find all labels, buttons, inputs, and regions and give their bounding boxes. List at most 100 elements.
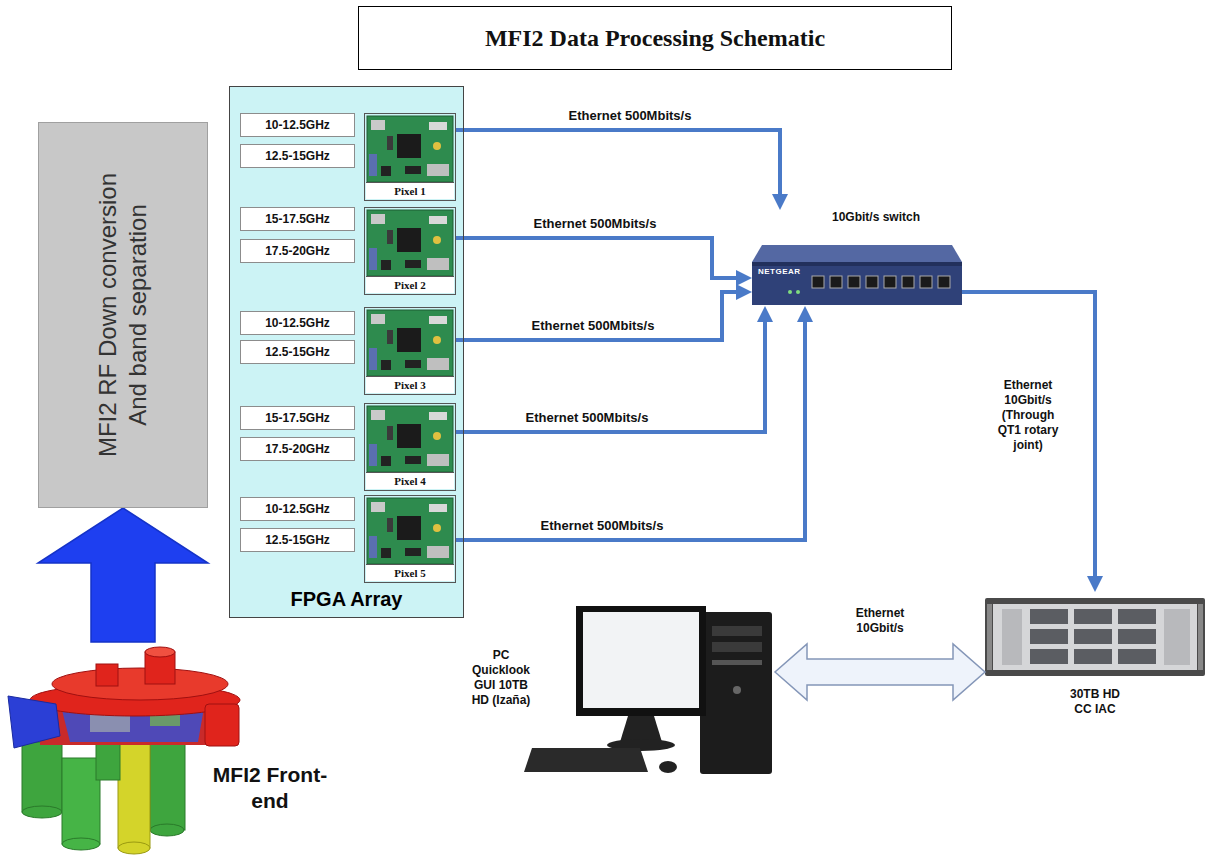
band-box: 15-17.5GHz	[240, 406, 355, 430]
edge-label: Ethernet 500Mbits/s	[541, 518, 664, 533]
front-end-label: MFI2 Front-end	[210, 762, 330, 814]
pixel-label: Pixel 1	[394, 185, 425, 197]
quicklook-pc: PC Quicklook GUI 10TB HD (Izaña)	[470, 600, 775, 778]
pixel-label: Pixel 4	[394, 475, 425, 487]
edge-label: Ethernet 500Mbits/s	[534, 216, 657, 231]
panel-title: FPGA Array	[230, 588, 463, 611]
pcb-board	[367, 498, 453, 564]
edge-label: Ethernet 500Mbits/s	[569, 108, 692, 123]
link-line	[962, 292, 1095, 580]
pixel-board: Pixel 3	[364, 307, 456, 395]
band-text: 10-12.5GHz	[265, 316, 330, 330]
process-box: MFI2 RF Down conversion And band separat…	[38, 122, 208, 508]
band-box: 12.5-15GHz	[240, 340, 355, 364]
server-caption: 30TB HD CC IAC	[1065, 687, 1125, 717]
edge-label-holder: Ethernet 10Gbit/s	[845, 606, 915, 636]
block-arrow	[38, 508, 208, 642]
link-line	[456, 238, 740, 278]
band-text: 12.5-15GHz	[265, 149, 330, 163]
band-text: 15-17.5GHz	[265, 212, 330, 226]
arrow-head	[797, 306, 813, 322]
pcb-board	[367, 310, 453, 376]
fpga-panel-ground	[229, 86, 464, 618]
pixel-board: Pixel 1	[364, 113, 456, 201]
switch-label: 10Gbit/s switch	[832, 210, 920, 224]
band-box: 12.5-15GHz	[240, 144, 355, 168]
front-end-caption: MFI2 Front-end	[210, 762, 330, 814]
arrow-head	[736, 270, 752, 286]
arrow-head	[1087, 576, 1103, 592]
brand-label: NETGEAR	[758, 267, 801, 276]
band-text: 17.5-20GHz	[265, 442, 330, 456]
block-arrow-shape	[38, 508, 208, 642]
fpga-array-panel: FPGA Array10-12.5GHz12.5-15GHzPixel 115-…	[229, 86, 464, 618]
band-text: 12.5-15GHz	[265, 345, 330, 359]
band-box: 10-12.5GHz	[240, 497, 355, 521]
ethernet-link	[456, 306, 813, 540]
edge-label: Ethernet 500Mbits/s	[532, 318, 655, 333]
ethernet-link	[456, 284, 752, 340]
title-box: MFI2 Data Processing Schematic	[358, 6, 952, 70]
front-end-picture	[8, 647, 240, 854]
pcb-board	[367, 116, 453, 182]
pixel-label-box: Pixel 1	[366, 182, 454, 199]
switch-picture	[752, 245, 962, 305]
band-text: 12.5-15GHz	[265, 533, 330, 547]
server-label: 30TB HD CC IAC	[1065, 687, 1125, 717]
pixel-label-box: Pixel 3	[366, 376, 454, 393]
ethernet-link	[456, 306, 773, 432]
edge-label-holder: Ethernet 500Mbits/s	[569, 108, 692, 123]
arrow-head	[757, 306, 773, 322]
pc-caption: PC Quicklook GUI 10TB HD (Izaña)	[470, 648, 532, 708]
server-picture	[985, 598, 1205, 676]
edge-label-holder: Ethernet 500Mbits/s	[532, 318, 655, 333]
pixel-board: Pixel 4	[364, 403, 456, 491]
band-box: 17.5-20GHz	[240, 239, 355, 263]
pixel-label: Pixel 2	[394, 279, 425, 291]
panel-caption: FPGA Array	[230, 588, 463, 611]
band-text: 10-12.5GHz	[265, 502, 330, 516]
pixel-label: Pixel 5	[394, 567, 425, 579]
network-switch: 10Gbit/s switch	[752, 210, 962, 306]
link-line	[456, 318, 765, 432]
block-arrow-shape	[775, 644, 985, 700]
band-text: 17.5-20GHz	[265, 244, 330, 258]
pcb-board	[367, 406, 453, 472]
edge-label-holder: Ethernet 500Mbits/s	[534, 216, 657, 231]
band-box: 12.5-15GHz	[240, 528, 355, 552]
pcb-board	[367, 210, 453, 276]
link-line	[456, 318, 805, 540]
label-holder: NETGEAR	[758, 267, 801, 276]
pixel-label-box: Pixel 5	[366, 564, 454, 581]
block-arrow	[775, 644, 985, 700]
edge-label: Ethernet 10Gbit/s	[845, 606, 915, 636]
box-text: MFI2 RF Down conversion And band separat…	[93, 155, 153, 475]
pixel-label: Pixel 3	[394, 379, 425, 391]
link-line	[456, 292, 740, 340]
band-box: 10-12.5GHz	[240, 113, 355, 137]
front-end-unit: MFI2 Front-end	[0, 642, 340, 856]
arrow-head	[736, 284, 752, 300]
band-box: 10-12.5GHz	[240, 311, 355, 335]
storage-server: 30TB HD CC IAC	[985, 592, 1205, 715]
band-box: 15-17.5GHz	[240, 207, 355, 231]
edge-label: Ethernet 500Mbits/s	[526, 410, 649, 425]
band-box: 17.5-20GHz	[240, 437, 355, 461]
pixel-label-box: Pixel 4	[366, 472, 454, 489]
band-text: 10-12.5GHz	[265, 118, 330, 132]
ethernet-link	[456, 130, 788, 210]
arrow-head	[772, 194, 788, 210]
edge-label-holder: Ethernet 10Gbit/s (Through QT1 rotary jo…	[993, 378, 1063, 453]
title-text: MFI2 Data Processing Schematic	[485, 25, 825, 52]
switch-caption: 10Gbit/s switch	[832, 210, 920, 224]
edge-label: Ethernet 10Gbit/s (Through QT1 rotary jo…	[993, 378, 1063, 453]
edge-label-holder: Ethernet 500Mbits/s	[526, 410, 649, 425]
ethernet-link	[456, 238, 752, 286]
pixel-label-box: Pixel 2	[366, 276, 454, 293]
ethernet-link	[962, 292, 1103, 592]
rotated-text-holder: MFI2 RF Down conversion And band separat…	[93, 155, 153, 475]
link-line	[456, 130, 780, 198]
pixel-board: Pixel 2	[364, 207, 456, 295]
band-text: 15-17.5GHz	[265, 411, 330, 425]
